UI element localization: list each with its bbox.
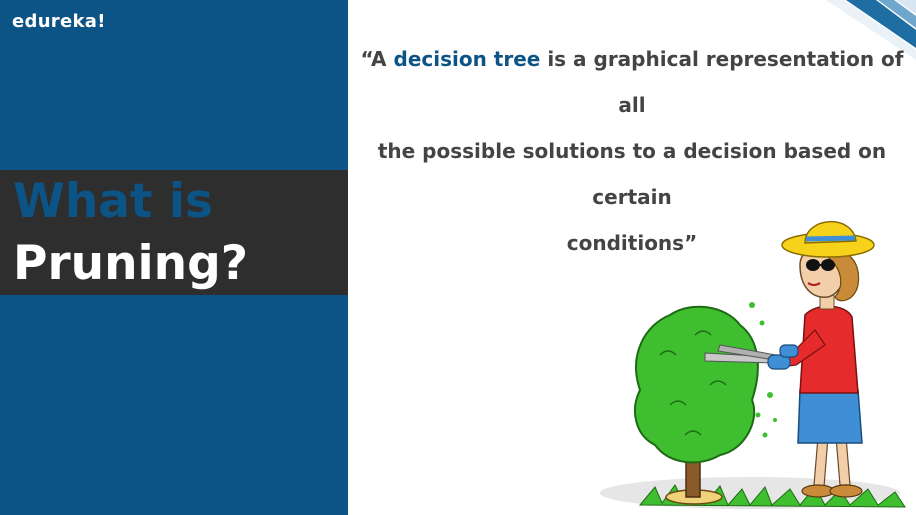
- quote-line-1: “A decision tree is a graphical represen…: [352, 36, 912, 128]
- slide-title-line1: What is: [13, 174, 213, 229]
- quote-rest-line1: is a graphical representation of all: [540, 47, 904, 117]
- brand-logo: edureka!: [12, 11, 106, 32]
- woman-pruning-bush-icon: [600, 220, 906, 509]
- quote-line-3: conditions”: [566, 231, 698, 255]
- left-panel: edureka! What is Pruning?: [0, 0, 348, 515]
- title-band: [0, 170, 348, 295]
- quote-open: “A: [360, 47, 394, 71]
- decision-tree-quote: “A decision tree is a graphical represen…: [352, 36, 912, 266]
- slide-title-line2: Pruning?: [13, 236, 249, 291]
- corner-stripes-decoration: [826, 0, 916, 60]
- quote-line-2: the possible solutions to a decision bas…: [377, 139, 887, 209]
- quote-highlight: decision tree: [393, 47, 541, 71]
